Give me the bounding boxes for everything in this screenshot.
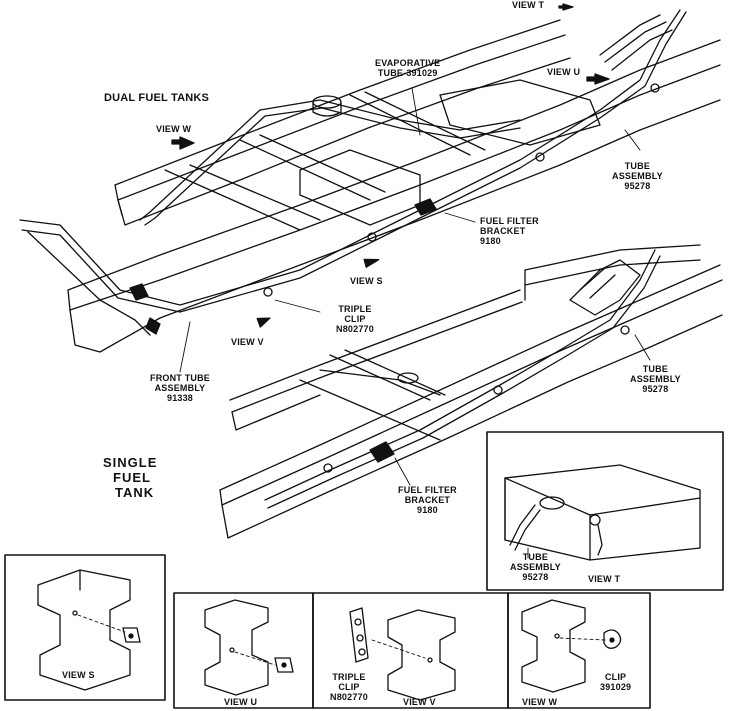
view-w-arrow-label: VIEW W [156,124,192,134]
view-s-caption: VIEW S [62,670,95,680]
evaporative-tube-label: EVAPORATIVE TUBE-391029 [375,58,441,78]
triple-clip-inset-label: TRIPLE CLIP N802770 [330,672,368,702]
upper-frame [19,9,721,353]
view-u-caption: VIEW U [224,697,258,707]
view-s-box [4,554,166,701]
view-t-caption: VIEW T [588,574,621,584]
fuel-filter-bracket-lower-label: FUEL FILTER BRACKET 9180 [398,485,457,515]
triple-clip-label: TRIPLE CLIP N802770 [336,304,374,334]
view-u-arrow-label: VIEW U [547,67,581,77]
leaders-lower [394,334,651,486]
lower-frame [219,244,723,539]
view-t-arrow-label: VIEW T [512,0,545,10]
leaders-upper [179,87,641,373]
view-w-caption: VIEW W [522,697,558,707]
view-u-box [173,592,314,709]
front-tube-assembly-label: FRONT TUBE ASSEMBLY 91338 [150,373,210,403]
view-arrows-upper [171,3,610,328]
tube-assembly-lower-label: TUBE ASSEMBLY 95278 [630,364,681,394]
view-t-box [486,431,724,591]
tube-assembly-upper-label: TUBE ASSEMBLY 95278 [612,161,663,191]
tube-assembly-inset-label: TUBE ASSEMBLY 95278 [510,552,561,582]
view-v-caption: VIEW V [403,697,436,707]
clip-inset-label: CLIP 391029 [600,672,632,692]
dual-fuel-tanks-heading: DUAL FUEL TANKS [104,92,210,104]
single-fuel-tank-heading: SINGLE FUEL TANK [103,455,158,500]
fuel-filter-bracket-upper-label: FUEL FILTER BRACKET 9180 [480,216,539,246]
view-w-box [507,592,651,709]
view-s-arrow-label: VIEW S [350,276,383,286]
view-v-arrow-label: VIEW V [231,337,264,347]
